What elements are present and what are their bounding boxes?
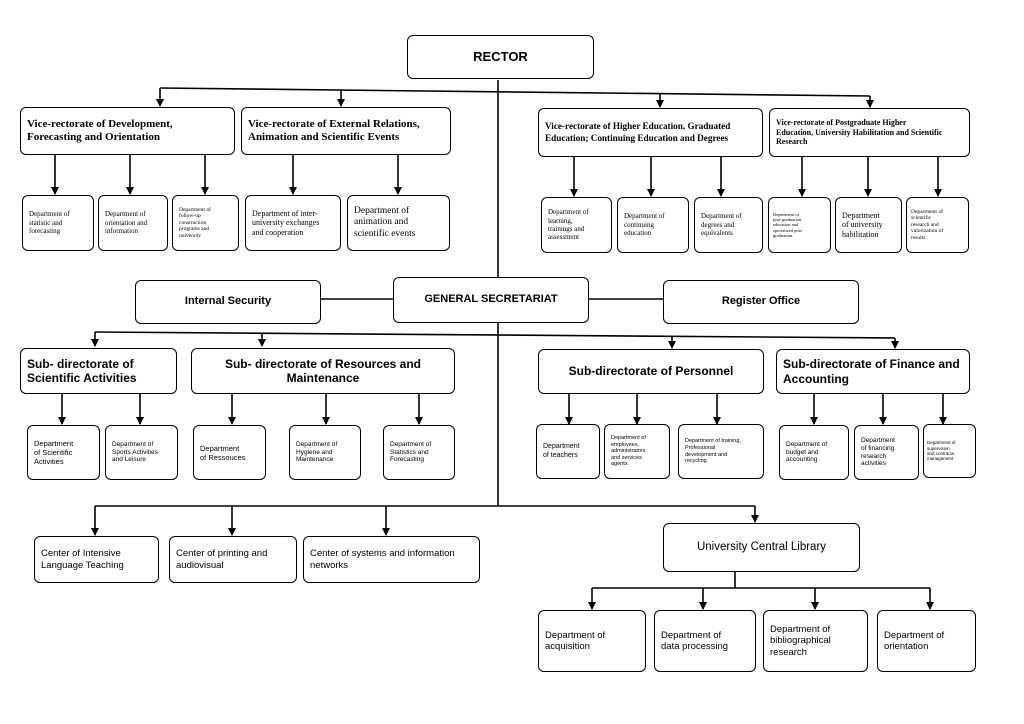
dept-supervision-contracts: Department of supervision and contracts … xyxy=(923,424,976,478)
dept-scientific-activities: Department of Scientific Activities xyxy=(27,425,100,480)
dept-orientation-information: Department of orientation and informatio… xyxy=(98,195,168,251)
general-secretariat-box: GENERAL SECRETARIAT xyxy=(393,277,589,323)
dept-animation-scientific-events: Department of animation and scientific e… xyxy=(347,195,450,251)
dept-inter-university-exchanges: Department of inter- university exchange… xyxy=(245,195,341,251)
vice-rectorate-external-relations: Vice-rectorate of External Relations, An… xyxy=(241,107,451,155)
sub-directorate-scientific-activities: Sub- directorate of Scientific Activitie… xyxy=(20,348,177,394)
sub-directorate-finance-accounting: Sub-directorate of Finance and Accountin… xyxy=(776,349,970,394)
dept-financing-research-activities: Department of financing research activit… xyxy=(854,425,919,480)
dept-training-professional-development: Department of training, Professional dev… xyxy=(678,424,764,479)
dept-ressouces: Department of Ressouces xyxy=(193,425,266,480)
vice-rectorate-development: Vice-rectorate of Development, Forecasti… xyxy=(20,107,235,155)
dept-employees-administrators: Department of employees, administrators … xyxy=(604,424,670,479)
vice-rectorate-higher-education: Vice-rectorate of Higher Education, Grad… xyxy=(538,108,763,157)
sub-directorate-personnel: Sub-directorate of Personnel xyxy=(538,349,764,394)
dept-hygiene-maintenance: Department of Hygiene and Maintenance xyxy=(289,425,361,480)
register-office-box: Register Office xyxy=(663,280,859,324)
dept-university-habilitation: Department of university habilitation xyxy=(835,197,902,253)
dept-statistics-forecasting: Department of Statistics and Forecasting xyxy=(383,425,455,480)
dept-orientation-library: Department of orientation xyxy=(877,610,976,672)
internal-security-box: Internal Security xyxy=(135,280,321,324)
dept-statistic-forecasting: Department of statistic and forecasting xyxy=(22,195,94,251)
dept-follow-up-construction: Department of follow-up construction pro… xyxy=(172,195,239,251)
dept-teachers: Department of teachers xyxy=(536,424,600,479)
dept-post-graduation: Department of post-graduation education … xyxy=(768,197,831,253)
dept-scientific-research-valorization: Department of scientific research and va… xyxy=(906,197,969,253)
dept-sports-activities-leisure: Department of Sports Activities and Leis… xyxy=(105,425,178,480)
center-intensive-language: Center of Intensive Language Teaching xyxy=(34,536,159,583)
dept-continuing-education: Department of continuing education xyxy=(617,197,689,253)
center-systems-networks: Center of systems and information networ… xyxy=(303,536,480,583)
vice-rectorate-postgraduate: Vice-rectorate of Postgraduate Higher Ed… xyxy=(769,108,970,157)
dept-acquisition: Department of acquisition xyxy=(538,610,646,672)
dept-budget-accounting: Department of budget and accounting xyxy=(779,425,849,480)
dept-bibliographical-research: Department of bibliographical research xyxy=(763,610,868,672)
university-central-library-box: University Central Library xyxy=(663,523,860,572)
rector-box: RECTOR xyxy=(407,35,594,79)
dept-data-processing: Department of data processing xyxy=(654,610,756,672)
dept-degrees-equivalents: Department of degrees and equivalents xyxy=(694,197,763,253)
sub-directorate-resources-maintenance: Sub- directorate of Resources and Mainte… xyxy=(191,348,455,394)
dept-learning-trainings: Department of learning, trainings and as… xyxy=(541,197,612,253)
center-printing-audiovisual: Center of printing and audiovisual xyxy=(169,536,297,583)
